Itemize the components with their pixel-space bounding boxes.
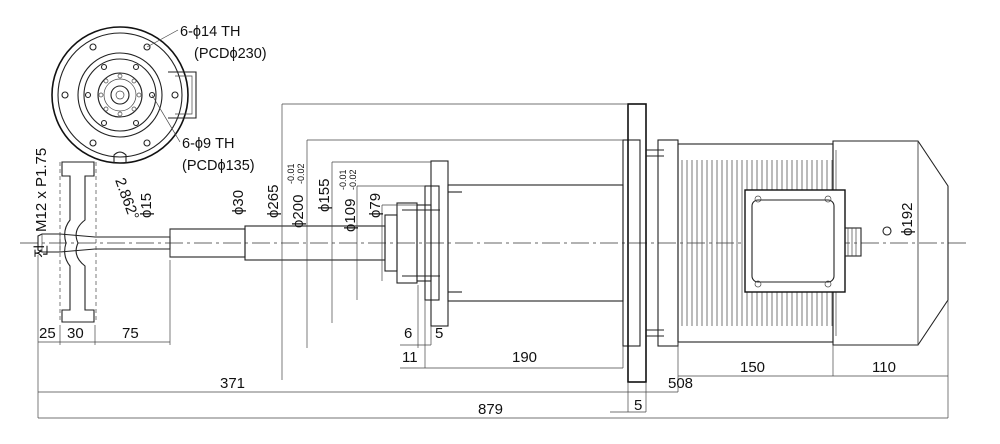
motor-body [657, 139, 949, 347]
flange-front-view [51, 26, 197, 164]
d15-label: ϕ15 [138, 193, 155, 218]
length-110-label: 110 [872, 359, 896, 376]
length-5b-label: 5 [634, 397, 642, 414]
d30-label: ϕ30 [230, 190, 247, 215]
length-11-label: 11 [402, 349, 418, 366]
length-371-label: 371 [220, 375, 245, 392]
length-508-label: 508 [668, 375, 693, 392]
d79-label: ϕ79 [367, 193, 384, 218]
length-75-label: 75 [122, 325, 139, 342]
length-6-label: 6 [404, 325, 412, 342]
length-879-label: 879 [478, 401, 503, 418]
length-5a-label: 5 [435, 325, 443, 342]
d155-label: ϕ155 [316, 179, 333, 212]
outer-holes-label: 6-ϕ14 TH [180, 24, 241, 40]
thread-label: M12 x P1.75 [33, 148, 50, 232]
d109-label: ϕ109 [342, 199, 359, 232]
length-25-label: 25 [39, 325, 56, 342]
length-150-label: 150 [740, 359, 765, 376]
thread-prefix: 전 [33, 244, 50, 258]
d200-tol-upper: -0.01 [286, 163, 296, 184]
inner-holes-label: 6-ϕ9 TH [182, 136, 234, 152]
d109-tol-lower: -0.02 [348, 169, 358, 190]
tool-holder-outline [59, 161, 97, 323]
dimension-lines [38, 141, 948, 419]
outer-holes-pcd-label: (PCDϕ230) [194, 46, 267, 62]
inner-holes-pcd-label: (PCDϕ135) [182, 158, 255, 174]
d265-label: ϕ265 [265, 185, 282, 218]
front-housing [384, 103, 664, 383]
d109-tol-upper: -0.01 [338, 169, 348, 190]
d200-label: ϕ200 [290, 195, 307, 228]
length-30-label: 30 [67, 325, 84, 342]
d192-label: ϕ192 [899, 203, 916, 236]
d200-tol-lower: -0.02 [296, 163, 306, 184]
length-190-label: 190 [512, 349, 537, 366]
